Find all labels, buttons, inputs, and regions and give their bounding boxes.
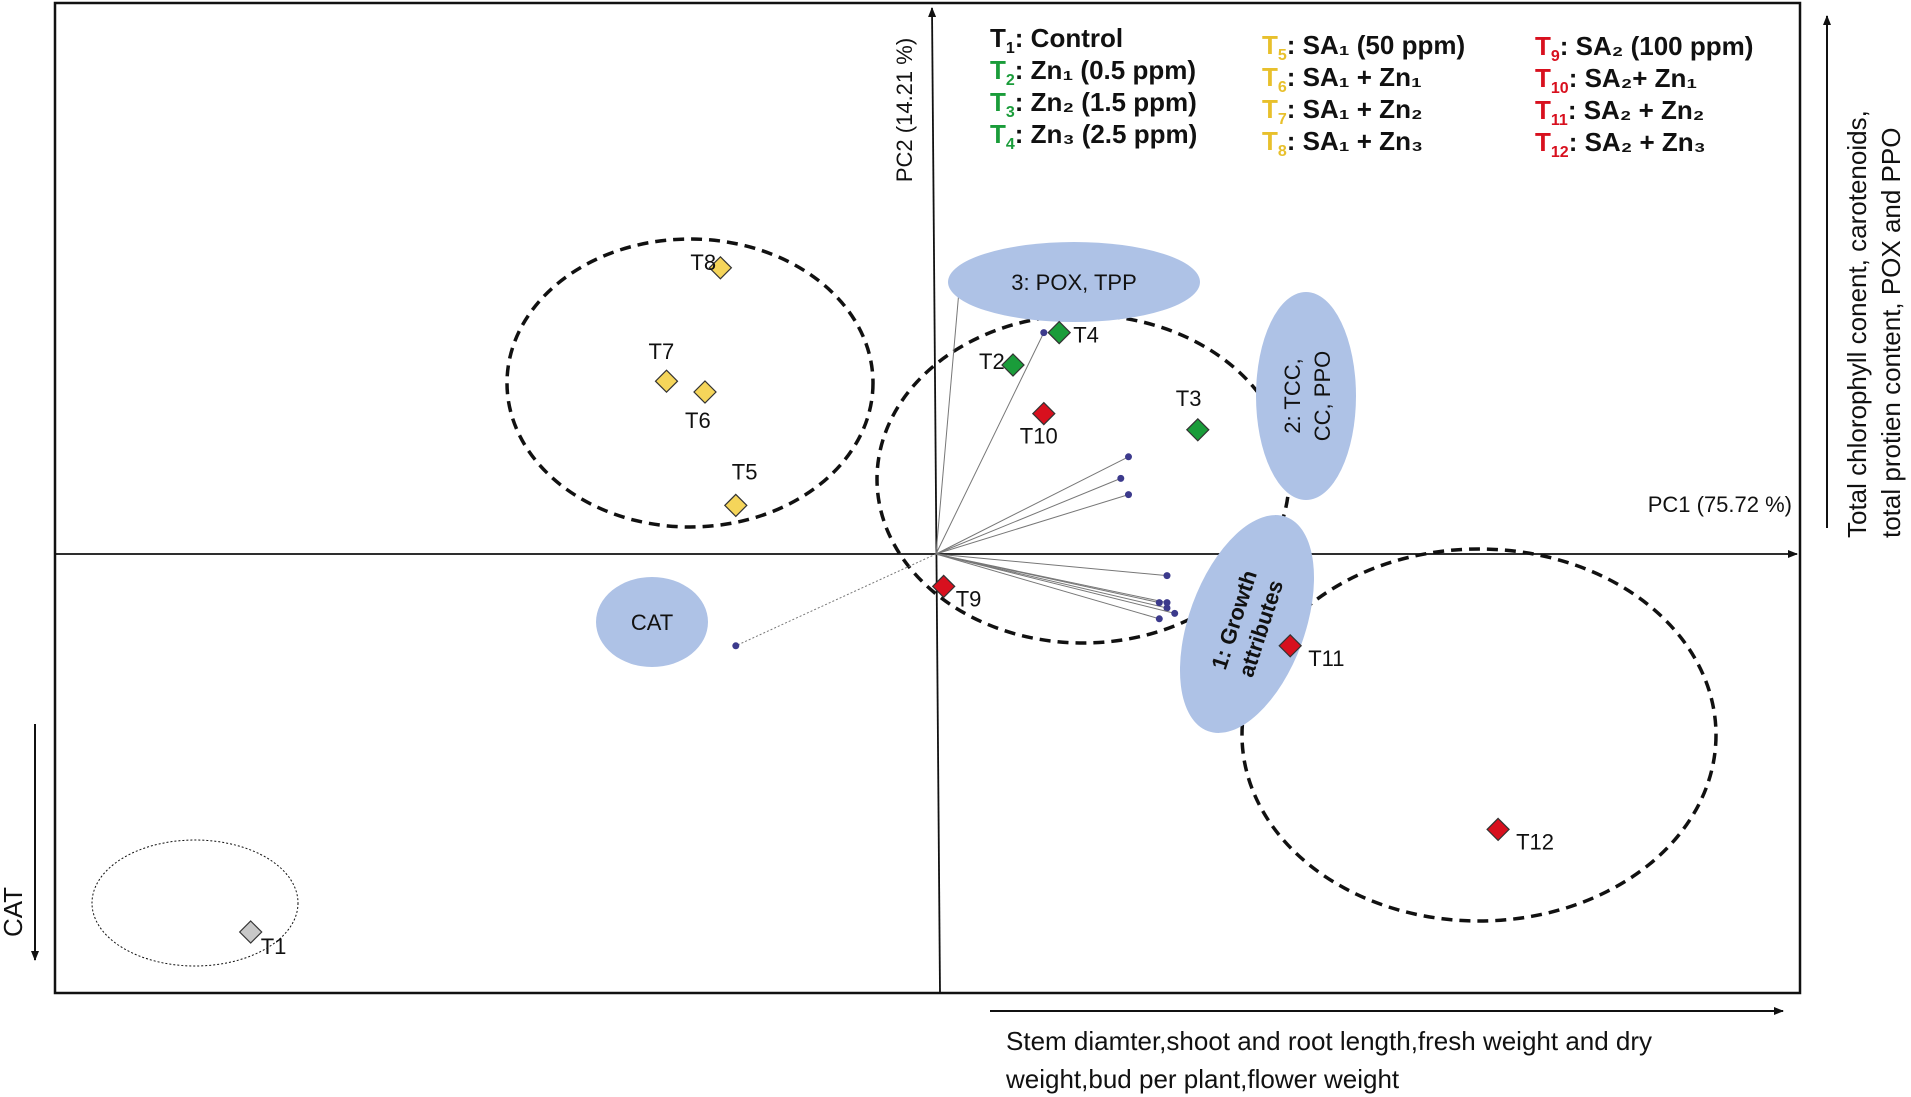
point-t8 <box>708 255 733 280</box>
point-t2 <box>1001 353 1025 377</box>
point-label: T1 <box>261 934 287 959</box>
group-ellipse-control <box>91 839 299 967</box>
point-label: T10 <box>1020 424 1058 449</box>
legend-entry: T12: SA₂ + Zn₃ <box>1535 127 1706 161</box>
pox-bubble <box>948 242 1200 322</box>
bottom-label-line1: Stem diamter,shoot and root length,fresh… <box>1006 1026 1652 1056</box>
point-label: T6 <box>685 408 711 433</box>
point-label: T11 <box>1308 646 1344 671</box>
cat-annotation: CAT <box>631 610 673 635</box>
point-label: T2 <box>979 349 1005 374</box>
point-t5 <box>723 493 748 518</box>
loading-point <box>1155 615 1163 623</box>
loading-line <box>935 332 1045 555</box>
loading-line <box>935 553 1168 609</box>
point-t12 <box>1486 817 1510 842</box>
point-t10 <box>1031 401 1056 426</box>
point-label: T9 <box>956 586 982 611</box>
point-t3 <box>1185 417 1210 442</box>
loading-line <box>935 553 1168 577</box>
loading-point <box>1163 599 1171 607</box>
loading-line <box>935 553 1160 604</box>
loading-point <box>1155 599 1163 607</box>
loading-point <box>1163 604 1171 612</box>
loading-vectors <box>732 285 1179 650</box>
point-t9 <box>931 574 956 599</box>
loading-line <box>935 456 1129 555</box>
plot-frame <box>53 1 1802 995</box>
tcc-bubble <box>1256 292 1356 500</box>
group-ellipse-sa2 <box>1240 547 1718 923</box>
legend-entry: T3: Zn₂ (1.5 ppm) <box>990 87 1197 121</box>
x-axis-title: PC1 (75.72 %) <box>1648 492 1792 517</box>
tcc-annotation-line2: CC, PPO <box>1310 351 1335 441</box>
loading-line <box>935 289 960 555</box>
point-label: T12 <box>1516 829 1554 854</box>
loading-point <box>1117 474 1125 482</box>
left-side-label: CAT <box>0 887 28 937</box>
growth-bubble <box>1179 515 1315 733</box>
loading-line <box>935 553 1175 614</box>
loading-line <box>935 553 1160 620</box>
point-t1 <box>238 920 263 944</box>
legend-entry: T1: Control <box>990 23 1123 57</box>
loading-point <box>1171 609 1179 617</box>
legend-entry: T10: SA₂+ Zn₁ <box>1535 63 1697 97</box>
legend-entry: T8: SA₁ + Zn₃ <box>1262 126 1423 160</box>
point-label: T7 <box>649 339 675 364</box>
bottom-label-line2: weight,bud per plant,flower weight <box>1005 1064 1400 1094</box>
point-t11 <box>1278 633 1303 658</box>
legend-entry: T9: SA₂ (100 ppm) <box>1535 31 1753 65</box>
point-t4 <box>1047 320 1072 345</box>
legend-entry: T2: Zn₁ (0.5 ppm) <box>990 55 1196 89</box>
tcc-annotation-line1: 2: TCC, <box>1280 358 1305 433</box>
right-side-label-line2: total protien content, POX and PPO <box>1876 128 1906 538</box>
point-label: T8 <box>690 250 716 275</box>
point-t7 <box>654 369 679 394</box>
right-side-label-line1: Total chlorophyll conent, carotenoids, <box>1842 110 1872 538</box>
legend-entry: T7: SA₁ + Zn₂ <box>1262 94 1423 128</box>
pc2-axis <box>928 7 941 994</box>
point-label: T5 <box>732 459 758 484</box>
point-t6 <box>693 380 717 404</box>
legend-entry: T4: Zn₃ (2.5 ppm) <box>990 119 1197 153</box>
legend-entry: T5: SA₁ (50 ppm) <box>1262 30 1465 64</box>
loading-point <box>1125 491 1132 499</box>
cat-bubble <box>596 577 708 667</box>
legend-entry: T6: SA₁ + Zn₁ <box>1262 62 1422 96</box>
loading-point <box>1163 572 1171 580</box>
pox-annotation: 3: POX, TPP <box>1011 270 1137 295</box>
point-label: T4 <box>1073 323 1099 348</box>
group-ellipses <box>91 237 1718 967</box>
loading-point <box>1125 453 1132 461</box>
annotation-bubbles: 3: POX, TPP 2: TCC, CC, PPO 1: Growth at… <box>596 242 1356 733</box>
loading-line <box>735 553 937 647</box>
loading-point <box>1040 329 1048 337</box>
legend-entry: T11: SA₂ + Zn₂ <box>1535 95 1704 129</box>
point-label: T3 <box>1176 386 1202 411</box>
y-axis-title: PC2 (14.21 %) <box>892 38 917 182</box>
group-ellipse-sa1 <box>505 237 875 529</box>
loading-line <box>935 494 1129 555</box>
loading-point <box>732 642 740 650</box>
loading-line <box>935 477 1121 555</box>
